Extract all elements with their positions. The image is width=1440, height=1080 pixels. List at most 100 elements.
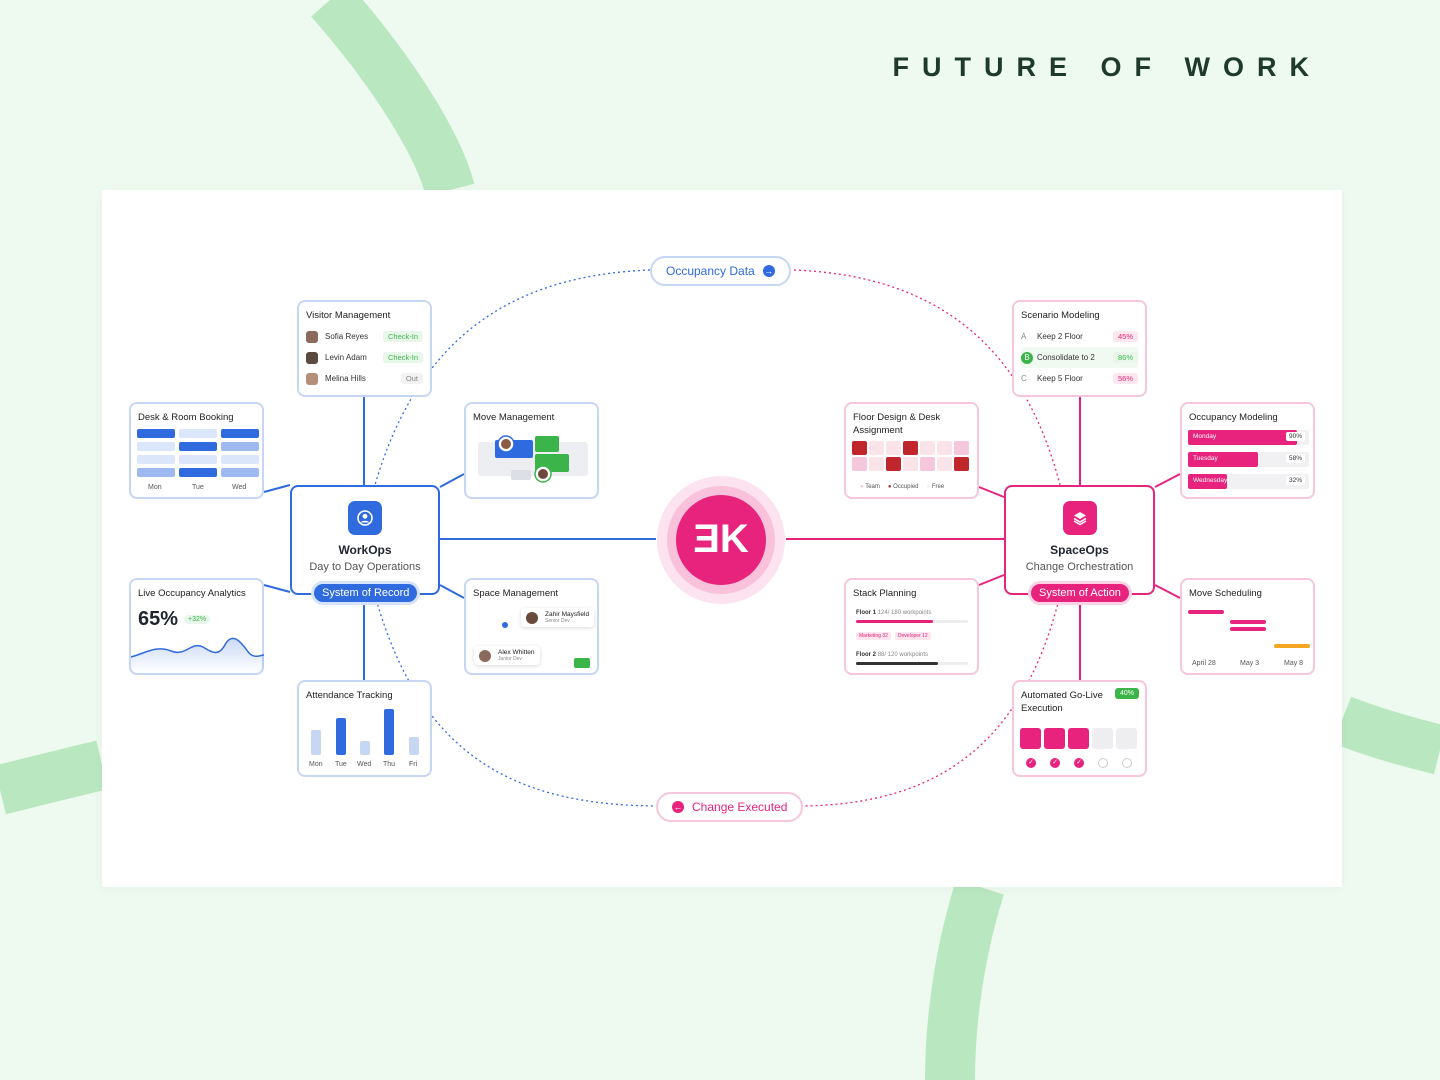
day-label: Fri bbox=[409, 761, 418, 768]
person-card: Zahir Maysfield Senior Dev bbox=[521, 608, 595, 627]
workops-subtitle: Day to Day Operations bbox=[309, 561, 421, 573]
desk-cell bbox=[852, 457, 867, 471]
space-management-card[interactable]: Space Management Zahir Maysfield Senior … bbox=[464, 578, 599, 675]
legend-item: ● Team bbox=[860, 484, 880, 490]
schedule-bar bbox=[1188, 610, 1224, 614]
scenario-pct: 45% bbox=[1112, 331, 1138, 342]
person-name: Alex Whitten bbox=[498, 649, 535, 656]
occupancy-pct: 58% bbox=[1285, 454, 1305, 463]
visitor-row: Levin Adam Check-In bbox=[306, 347, 423, 368]
schedule-bar bbox=[1230, 620, 1266, 624]
booking-slot bbox=[221, 429, 259, 438]
card-title: Live Occupancy Analytics bbox=[138, 588, 246, 599]
desk-cell bbox=[954, 441, 969, 455]
desk-room-booking-card[interactable]: Desk & Room Booking Mon Tue Wed bbox=[129, 402, 264, 499]
booking-slot bbox=[221, 468, 259, 477]
floor-design-card[interactable]: Floor Design & Desk Assignment ● Team ● … bbox=[844, 402, 979, 499]
attendance-bar bbox=[336, 718, 346, 755]
progress-badge: 40% bbox=[1114, 688, 1139, 699]
desk-cell bbox=[852, 441, 867, 455]
visitor-name: Melina Hills bbox=[325, 374, 366, 383]
booking-slot bbox=[137, 442, 175, 451]
go-live-step-block bbox=[1020, 728, 1041, 749]
day-label: Wed bbox=[357, 761, 372, 768]
move-management-card[interactable]: Move Management bbox=[464, 402, 599, 499]
person-name: Zahir Maysfield bbox=[545, 611, 590, 618]
card-title: Floor Design & Desk Assignment bbox=[853, 412, 941, 436]
card-title: Visitor Management bbox=[306, 310, 391, 321]
go-live-step-block bbox=[1092, 728, 1113, 749]
legend-item: ● Free bbox=[926, 484, 945, 490]
card-title: Scenario Modeling bbox=[1021, 310, 1100, 321]
legend-label: Free bbox=[931, 484, 945, 490]
visitor-management-card[interactable]: Visitor Management Sofia Reyes Check-In … bbox=[297, 300, 432, 397]
scenario-row: A Keep 2 Floor 45% bbox=[1021, 326, 1138, 347]
visitor-name: Levin Adam bbox=[325, 353, 367, 362]
occupancy-data-label: Occupancy Data bbox=[666, 264, 755, 278]
desk-cell bbox=[903, 457, 918, 471]
occupancy-day: Tuesday bbox=[1193, 455, 1218, 462]
attendance-tracking-card[interactable]: Attendance Tracking Mon Tue Wed Thu Fri bbox=[297, 680, 432, 777]
legend-label: Team bbox=[865, 484, 880, 490]
scenario-pct: 86% bbox=[1112, 352, 1138, 363]
check-icon: ✓ bbox=[1026, 758, 1036, 768]
go-live-step-block bbox=[1044, 728, 1065, 749]
day-label: Tue bbox=[335, 761, 347, 768]
status-badge: Out bbox=[400, 373, 423, 384]
stack-planning-card[interactable]: Stack Planning Floor 1 124/ 180 workpoin… bbox=[844, 578, 979, 675]
scenario-row: C Keep 5 Floor 56% bbox=[1021, 368, 1138, 389]
attendance-bar bbox=[311, 730, 321, 755]
live-occupancy-card[interactable]: Live Occupancy Analytics 65% +32% bbox=[129, 578, 264, 675]
occupancy-value: 65% bbox=[138, 608, 179, 630]
person-card: Alex Whitten Junior Dev bbox=[474, 646, 540, 665]
day-label: Tue bbox=[192, 484, 204, 491]
card-title: Occupancy Modeling bbox=[1189, 412, 1278, 423]
pending-step-icon bbox=[1098, 758, 1108, 768]
visitor-row: Sofia Reyes Check-In bbox=[306, 326, 423, 347]
scenario-modeling-card[interactable]: Scenario Modeling A Keep 2 Floor 45% B C… bbox=[1012, 300, 1147, 397]
avatar bbox=[479, 649, 491, 662]
change-executed-tag[interactable]: ← Change Executed bbox=[656, 792, 804, 822]
day-label: Wed bbox=[232, 484, 247, 491]
spaceops-subtitle: Change Orchestration bbox=[1025, 561, 1134, 573]
scenario-key: B bbox=[1021, 351, 1033, 364]
attendance-bar bbox=[409, 737, 419, 755]
visitor-row: Melina Hills Out bbox=[306, 368, 423, 389]
person-role: Senior Dev bbox=[545, 618, 570, 624]
status-badge: Check-In bbox=[382, 352, 423, 363]
desk-cell bbox=[937, 441, 952, 455]
desk-cell bbox=[920, 441, 935, 455]
spaceops-hub[interactable]: SpaceOps Change Orchestration bbox=[1004, 485, 1155, 595]
desk-cell bbox=[920, 457, 935, 471]
avatar bbox=[306, 351, 318, 364]
avatar bbox=[526, 611, 538, 624]
desk-cell bbox=[903, 441, 918, 455]
floor-label: Floor 1 bbox=[856, 610, 877, 616]
system-of-record-pill: System of Record bbox=[314, 584, 418, 602]
go-live-card[interactable]: Automated Go-Live Execution 40% ✓✓✓ bbox=[1012, 680, 1147, 777]
occupancy-data-tag[interactable]: Occupancy Data → bbox=[650, 256, 791, 286]
day-label: Mon bbox=[148, 484, 162, 491]
card-title: Move Management bbox=[473, 412, 555, 423]
user-icon bbox=[348, 501, 382, 535]
scenario-label: Consolidate to 2 bbox=[1037, 353, 1095, 362]
booking-slot bbox=[221, 442, 259, 451]
card-title: Stack Planning bbox=[853, 588, 917, 599]
scenario-label: Keep 2 Floor bbox=[1037, 332, 1083, 341]
move-scheduling-card[interactable]: Move Scheduling April 28 May 3 May 8 bbox=[1180, 578, 1315, 675]
floor-2-fill bbox=[856, 662, 938, 665]
team-chip: Developer 12 bbox=[894, 632, 931, 640]
go-live-step-block bbox=[1068, 728, 1089, 749]
system-of-action-pill: System of Action bbox=[1031, 584, 1129, 602]
scenario-key: C bbox=[1021, 374, 1027, 383]
workops-hub[interactable]: WorkOps Day to Day Operations bbox=[290, 485, 440, 595]
arrow-right-icon: → bbox=[762, 265, 775, 277]
floor-label: Floor 2 bbox=[856, 652, 877, 658]
card-title: Space Management bbox=[473, 588, 559, 599]
map-pin bbox=[502, 622, 508, 628]
scenario-pct: 56% bbox=[1112, 373, 1138, 384]
visitor-name: Sofia Reyes bbox=[325, 332, 369, 341]
